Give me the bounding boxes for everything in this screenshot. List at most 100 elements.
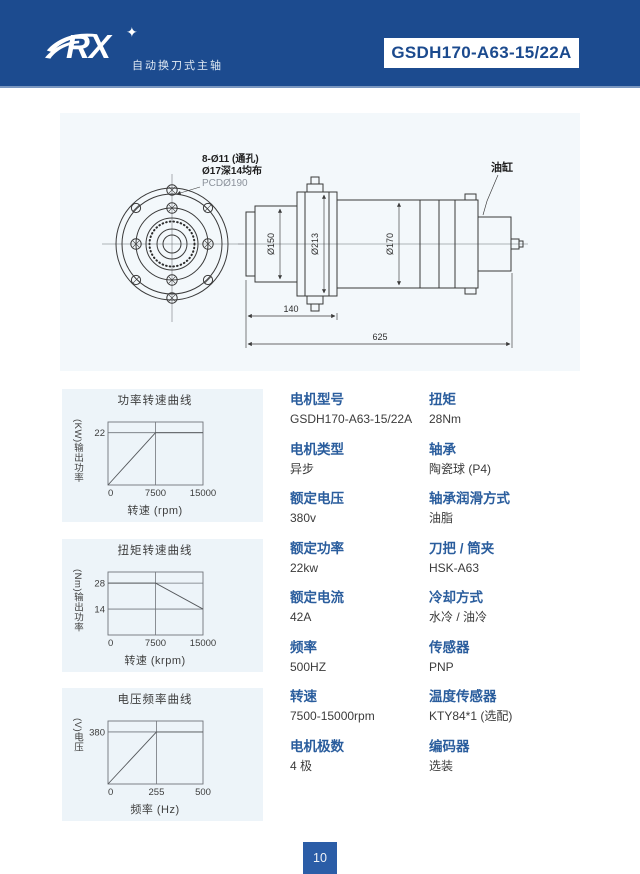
spec-item: 编码器选装 [429, 739, 584, 789]
spec-item: 额定电流 42A [290, 590, 425, 640]
spec-value: 22kw [290, 560, 319, 575]
dimensions: Ø150 Ø213 Ø170 140 625 [245, 194, 513, 348]
x-tick-label: 7500 [145, 638, 166, 649]
y-tick-label: 28 [94, 579, 105, 590]
spec-item: 轴承润滑方式油脂 [429, 491, 584, 541]
dim-front-length: 140 [283, 304, 298, 314]
spec-item: 轴承陶瓷球 (P4) [429, 442, 584, 492]
spindle-drawing: 8-Ø11 (通孔) Ø17深14均布 PCDØ190 油缸 [102, 152, 528, 348]
side-view [238, 176, 528, 312]
spec-value: 陶瓷球 (P4) [429, 461, 492, 476]
spec-label: 额定电压 [290, 491, 344, 506]
chart-x-axis-label: 转速 (rpm) [127, 503, 182, 517]
hole-annotation-line1: 8-Ø11 (通孔) [202, 152, 259, 165]
bolt-holes [130, 184, 214, 304]
x-tick-label: 15000 [190, 488, 216, 499]
spec-label: 额定功率 [290, 540, 344, 556]
spec-label: 刀把 / 筒夹 [429, 540, 495, 556]
logo-tagline: 自动换刀式主轴 [132, 60, 223, 72]
chart-title: 电压频率曲线 [118, 692, 193, 706]
spec-value: KTY84*1 (选配) [429, 709, 513, 723]
spec-label: 冷却方式 [429, 590, 483, 605]
dim-flange-diameter: Ø213 [310, 233, 320, 255]
hole-annotation-line2: Ø17深14均布 [202, 164, 262, 177]
x-tick-label: 0 [108, 638, 113, 649]
oil-cylinder-label: 油缸 [491, 160, 513, 174]
spec-label: 扭矩 [429, 392, 456, 407]
chart-plot: 扭矩转速曲线 28 14 0 7500 15000 转速 (krpm) [94, 543, 216, 667]
spec-item: 冷却方式水冷 / 油冷 [429, 590, 584, 640]
spec-item: 电机类型异步 [290, 442, 425, 492]
spec-value: HSK-A63 [429, 560, 480, 575]
chart-x-axis-label: 频率 (Hz) [130, 802, 179, 816]
spec-label: 额定电流 [290, 590, 344, 605]
spec-label: 电机类型 [290, 441, 344, 457]
x-tick-label: 7500 [145, 488, 166, 499]
y-tick-label: 380 [89, 727, 105, 738]
x-tick-label: 0 [108, 488, 113, 499]
x-tick-label: 0 [108, 787, 113, 798]
spec-value: GSDH170-A63-15/22A [290, 412, 413, 426]
page-number-badge: 10 [303, 842, 337, 874]
brand-logo: RX ✦ 自动换刀式主轴 [44, 24, 294, 76]
spec-value: 异步 [290, 461, 315, 476]
chart-title: 扭矩转速曲线 [118, 543, 193, 557]
spec-label: 转速 [290, 689, 317, 704]
spec-item: 额定功率 22kw [290, 541, 425, 591]
spec-item: 刀把 / 筒夹 HSK-A63 [429, 541, 584, 591]
spec-value: 水冷 / 油冷 [429, 610, 488, 624]
chart-title: 功率转速曲线 [118, 393, 193, 407]
y-tick-label: 22 [94, 428, 105, 439]
model-badge: GSDH170-A63-15/22A [384, 38, 579, 68]
page-header: RX ✦ 自动换刀式主轴 GSDH170-A63-15/22A [0, 0, 640, 88]
spec-item: 转速 7500-15000rpm [290, 689, 425, 739]
spec-label: 频率 [290, 639, 317, 655]
spec-column-left: 电机型号 GSDH170-A63-15/22A 电机类型异步额定电压 380v 额定功率… [290, 392, 425, 788]
logo-text: RX [66, 28, 111, 65]
plot-box [107, 720, 204, 785]
data-line [107, 432, 203, 486]
y-tick-label: 14 [94, 605, 105, 616]
x-tick-label: 255 [149, 787, 165, 798]
spec-value: 选装 [429, 758, 454, 773]
spec-value: 7500-15000rpm [290, 709, 375, 723]
front-view [102, 174, 244, 322]
spec-value: 380v [290, 511, 317, 525]
chart-plot: 电压频率曲线 380 0 255 500 频率 (Hz) [89, 692, 211, 816]
spec-label: 编码器 [429, 738, 470, 754]
chart-x-axis-label: 转速 (krpm) [124, 653, 185, 667]
spec-label: 电机极数 [290, 738, 344, 754]
data-line [107, 731, 203, 785]
torque-speed-chart: (Nm)输出功率 扭矩转速曲线 28 14 0 7500 15000 转速 (krpm) [62, 539, 263, 672]
chart-y-axis-label: (Nm)输出功率 [72, 569, 83, 633]
spec-value: 28Nm [429, 412, 462, 426]
spec-value: 500HZ [290, 659, 327, 674]
dim-nose-diameter: Ø150 [266, 233, 276, 255]
oil-cylinder-leader [482, 174, 499, 216]
spec-label: 轴承润滑方式 [429, 491, 510, 506]
spec-value: 油脂 [429, 511, 454, 525]
spec-item: 频率 500HZ [290, 640, 425, 690]
chart-y-axis-label: (V)电压 [72, 718, 83, 753]
logo-swoosh-icon [45, 33, 98, 59]
spec-item: 电机型号 GSDH170-A63-15/22A [290, 392, 425, 442]
data-line [108, 582, 204, 610]
power-speed-chart: (KW)输出功率 功率转速曲线 22 0 7500 15000 转速 (rpm) [62, 389, 263, 522]
annotation-leader [176, 186, 201, 195]
spec-value: PNP [429, 659, 454, 674]
hole-annotation-line3: PCDØ190 [202, 178, 248, 189]
chart-y-axis-label: (KW)输出功率 [72, 419, 83, 483]
spec-label: 传感器 [429, 639, 470, 655]
dim-total-length: 625 [372, 332, 387, 342]
spec-label: 电机型号 [290, 392, 344, 407]
x-tick-label: 15000 [190, 638, 216, 649]
spec-item: 传感器 PNP [429, 640, 584, 690]
spec-item: 温度传感器 KTY84*1 (选配) [429, 689, 584, 739]
x-tick-label: 500 [195, 787, 211, 798]
spec-label: 温度传感器 [429, 689, 497, 704]
spec-item: 额定电压 380v [290, 491, 425, 541]
spec-value: 42A [290, 610, 312, 624]
logo-star-icon: ✦ [126, 24, 138, 40]
